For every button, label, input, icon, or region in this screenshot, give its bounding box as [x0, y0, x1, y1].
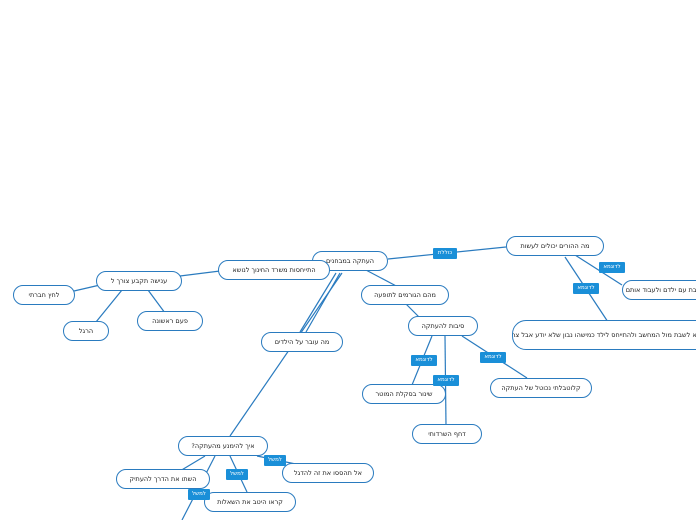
node-causes[interactable]: מהם הגורמים לתופעה — [361, 285, 449, 305]
tag-example-sit: לדוגמא — [599, 262, 625, 273]
node-teacher-diff[interactable]: שינור בסקלת המוטר — [362, 384, 446, 404]
node-example-talk[interactable]: שלא לשבת מול המחשב ולהתייחס לילד כמישהו … — [512, 320, 696, 350]
node-punish[interactable]: ענישה תקבע צורך ל — [96, 271, 182, 291]
tag-for-example-dont: למשל — [264, 455, 286, 466]
node-expel[interactable]: לחץ חברתי — [13, 285, 75, 305]
tag-example-talk: לדוגמא — [573, 283, 599, 294]
tag-example-teacher: לדוגמא — [411, 355, 437, 366]
node-read[interactable]: קראו היטב את השאלות — [204, 492, 296, 512]
node-ambition[interactable]: דחף השרדותי — [412, 424, 482, 444]
tag-example-laziness: לדוגמא — [480, 352, 506, 363]
node-regular[interactable]: הרגל — [63, 321, 109, 341]
tag-example-ambition: לדוגמא — [433, 375, 459, 386]
tag-general: כוללת — [433, 248, 457, 259]
node-parents-do[interactable]: מה ההורים יכולים לעשות — [506, 236, 604, 256]
node-example-sit[interactable]: לשבת עם ילדם ולעבוד אותם על נושאים — [622, 280, 696, 300]
tag-for-example-read: למשל — [226, 469, 248, 480]
node-prevent[interactable]: איך להימנע מהעתקה? — [178, 436, 268, 456]
node-laziness[interactable]: קלוטבלתי נכוטל של העתקה — [490, 378, 592, 398]
node-sophomore[interactable]: פעם ראשונה — [137, 311, 203, 331]
node-reasons[interactable]: סיבות להעתקה — [408, 316, 478, 336]
node-dont-copy[interactable]: אל תהססו את זה להדגל — [282, 463, 374, 483]
node-reveal[interactable]: השתו את הדרך להעתיק — [116, 469, 210, 489]
node-ministry[interactable]: התייחסות משרד החינוך לנושא — [218, 260, 330, 280]
node-children[interactable]: מה עובר על הילדים — [261, 332, 343, 352]
tag-for-example-reveal: למשל — [188, 489, 210, 500]
